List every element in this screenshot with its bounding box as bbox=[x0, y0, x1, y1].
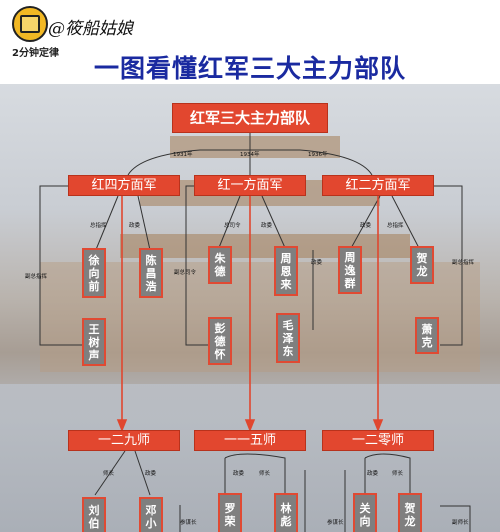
year-label: 1934年 bbox=[240, 152, 260, 158]
role-label: 师长 bbox=[392, 471, 404, 477]
person-name: 邓小 bbox=[145, 504, 157, 530]
person-card: 毛泽东 bbox=[276, 313, 300, 363]
person-name: 徐向前 bbox=[88, 253, 100, 293]
person-name: 关向 bbox=[359, 502, 371, 528]
person-card: 彭德怀 bbox=[208, 317, 232, 365]
role-label: 副总司令 bbox=[174, 270, 197, 276]
person-name: 林彪 bbox=[280, 502, 292, 528]
role-label: 副师长 bbox=[452, 520, 469, 526]
person-card: 陈昌浩 bbox=[139, 248, 163, 298]
person-name: 罗荣 bbox=[224, 502, 236, 528]
role-label: 参谋长 bbox=[327, 520, 344, 526]
role-label: 政委 bbox=[311, 260, 323, 266]
role-label: 政委 bbox=[367, 471, 379, 477]
army-node: 红二方面军 bbox=[322, 175, 434, 196]
role-label: 政委 bbox=[261, 223, 273, 229]
person-card: 邓小 bbox=[139, 497, 163, 532]
person-name: 朱德 bbox=[214, 252, 226, 278]
role-label: 参谋长 bbox=[180, 520, 197, 526]
person-card: 贺龙 bbox=[398, 493, 422, 532]
role-label: 政委 bbox=[360, 223, 372, 229]
year-label: 1931年 bbox=[173, 152, 193, 158]
person-card: 关向 bbox=[353, 493, 377, 532]
header: @筱船姑娘 2分钟定律 一图看懂红军三大主力部队 bbox=[0, 0, 500, 84]
person-name: 周逸群 bbox=[344, 250, 356, 290]
person-name: 刘伯 bbox=[88, 504, 100, 530]
person-card: 萧克 bbox=[415, 317, 439, 354]
division-node: 一二九师 bbox=[68, 430, 180, 451]
person-name: 陈昌浩 bbox=[145, 253, 157, 293]
brand-name: @筱船姑娘 bbox=[48, 19, 133, 39]
role-label: 副总指挥 bbox=[452, 260, 475, 266]
person-card: 王树声 bbox=[82, 318, 106, 366]
year-label: 1936年 bbox=[308, 152, 328, 158]
brand-tagline: 2分钟定律 bbox=[12, 48, 59, 59]
role-label: 政委 bbox=[129, 223, 141, 229]
person-name: 贺龙 bbox=[404, 502, 416, 528]
role-label: 总司令 bbox=[224, 223, 241, 229]
army-node: 红四方面军 bbox=[68, 175, 180, 196]
role-label: 副总指挥 bbox=[25, 274, 48, 280]
page-title: 一图看懂红军三大主力部队 bbox=[93, 54, 406, 83]
root-node: 红军三大主力部队 bbox=[172, 103, 328, 133]
person-name: 贺龙 bbox=[416, 252, 428, 278]
person-name: 彭德怀 bbox=[214, 321, 226, 361]
division-node: 一二零师 bbox=[322, 430, 434, 451]
person-name: 萧克 bbox=[421, 322, 433, 349]
army-node: 红一方面军 bbox=[194, 175, 306, 196]
role-label: 政委 bbox=[145, 471, 157, 477]
logo-icon bbox=[12, 6, 48, 42]
role-label: 师长 bbox=[103, 471, 115, 477]
division-node: 一一五师 bbox=[194, 430, 306, 451]
person-name: 毛泽东 bbox=[282, 318, 294, 358]
person-card: 贺龙 bbox=[410, 246, 434, 284]
person-card: 罗荣 bbox=[218, 493, 242, 532]
person-card: 刘伯 bbox=[82, 497, 106, 532]
person-card: 周恩来 bbox=[274, 246, 298, 296]
person-card: 徐向前 bbox=[82, 248, 106, 298]
role-label: 师长 bbox=[259, 471, 271, 477]
person-name: 王树声 bbox=[88, 322, 100, 362]
role-label: 总指挥 bbox=[90, 223, 107, 229]
role-label: 总指挥 bbox=[387, 223, 404, 229]
person-card: 林彪 bbox=[274, 493, 298, 532]
role-label: 政委 bbox=[233, 471, 245, 477]
person-card: 朱德 bbox=[208, 246, 232, 284]
person-card: 周逸群 bbox=[338, 246, 362, 294]
person-name: 周恩来 bbox=[280, 251, 292, 291]
